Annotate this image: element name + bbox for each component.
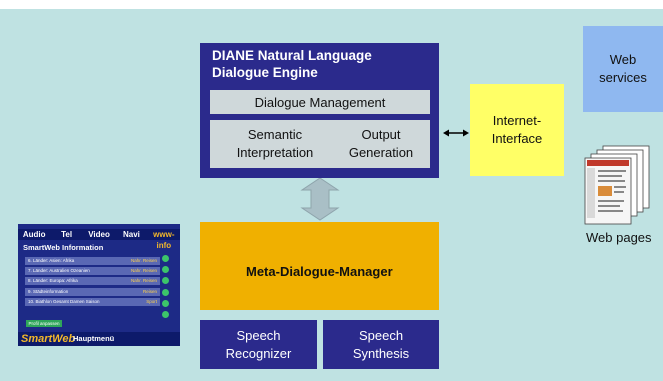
output-line1: Output [361,127,401,142]
info-icon [162,310,169,318]
info-icon [162,266,169,274]
speech-synthesis-box: Speech Synthesis [323,320,439,369]
list-item: 10. Biathlon Gesamt Damen Saison Sport [25,297,160,306]
engine-title-line2: Dialogue Engine [212,65,318,80]
semantic-line1: Semantic [247,127,303,142]
menu-navi: Navi [122,230,140,239]
row-text: 9. Städteinformation [28,288,69,294]
meta-dialogue-manager-box: Meta-Dialogue-Manager [200,222,439,310]
interpretation-generation-box: Semantic Interpretation Output Generatio… [210,120,430,168]
speech-synthesis-line1: Speech [358,327,404,343]
dialogue-management-label: Dialogue Management [254,94,386,110]
semantic-interpretation-label: Semantic Interpretation [220,126,330,162]
row-text: 7. Länder: Australien Ozeanien [28,268,90,274]
semantic-line2: Interpretation [236,145,314,160]
internet-line2: Interface [491,131,543,146]
menu-www-info: www-info [153,230,175,250]
list-item: 8. Länder: Europa: Afrika Nahr. Reisen [25,277,160,286]
list-item: 9. Städteinformation Reisen [25,287,160,296]
smartweb-footer: SmartWeb Hauptmenü [18,332,180,346]
row-text: 6. Länder: Asien: Afrika [28,258,75,263]
row-tag: Nahr. Reisen [130,278,157,284]
speech-recognizer-line2: Recognizer [225,345,292,361]
smartweb-menubar: Audio Tel Video Navi www-info [18,229,180,250]
profile-button: Profil anpassen [26,320,62,327]
engine-title-line1: DIANE Natural Language [212,48,372,63]
web-services-line2: services [599,70,647,85]
row-tag: Nahr. Reisen [130,268,157,274]
speech-synthesis-line2: Synthesis [352,345,410,361]
internet-line1: Internet- [492,113,542,128]
row-text: 8. Länder: Europa: Afrika [28,278,78,284]
output-line2: Generation [348,145,414,160]
info-icon [162,288,169,296]
web-pages-label: Web pages [586,230,652,245]
speech-recognizer-line1: Speech [236,327,281,343]
list-item: 6. Länder: Asien: Afrika Nahr. Reisen [25,257,160,265]
internet-interface-box: Internet- Interface [470,84,564,176]
dialogue-engine-box: DIANE Natural Language Dialogue Engine D… [200,43,439,178]
web-services-line1: Web [609,52,637,67]
list-item: 7. Länder: Australien Ozeanien Nahr. Reis… [25,267,160,276]
menu-video: Video [88,230,110,239]
info-icon [162,255,169,262]
row-text: 10. Biathlon Gesamt Damen Saison [28,298,100,304]
menu-audio: Audio [22,230,46,239]
engine-title: DIANE Natural Language Dialogue Engine [212,47,372,81]
row-tag: Nahr. Reisen [130,258,157,263]
web-pages-icon [584,145,650,225]
meta-dialogue-manager-label: Meta-Dialogue-Manager [246,264,393,279]
main-menu-label: Hauptmenü [73,334,115,343]
smartweb-side-icons [161,255,171,322]
output-generation-label: Output Generation [338,126,424,162]
info-icon [162,299,169,307]
row-tag: Sport [146,298,157,304]
speech-recognizer-box: Speech Recognizer [200,320,317,369]
row-tag: Reisen [142,288,157,294]
smartweb-screenshot: Audio Tel Video Navi www-info SmartWeb I… [18,224,180,346]
menu-tel: Tel [61,230,73,239]
smartweb-logo: SmartWeb [21,333,76,345]
engine-meta-double-arrow [300,177,340,221]
smartweb-title: SmartWeb Information [23,243,104,252]
web-services-box: Web services [583,26,663,112]
dialogue-management-box: Dialogue Management [210,90,430,114]
info-icon [162,277,169,285]
